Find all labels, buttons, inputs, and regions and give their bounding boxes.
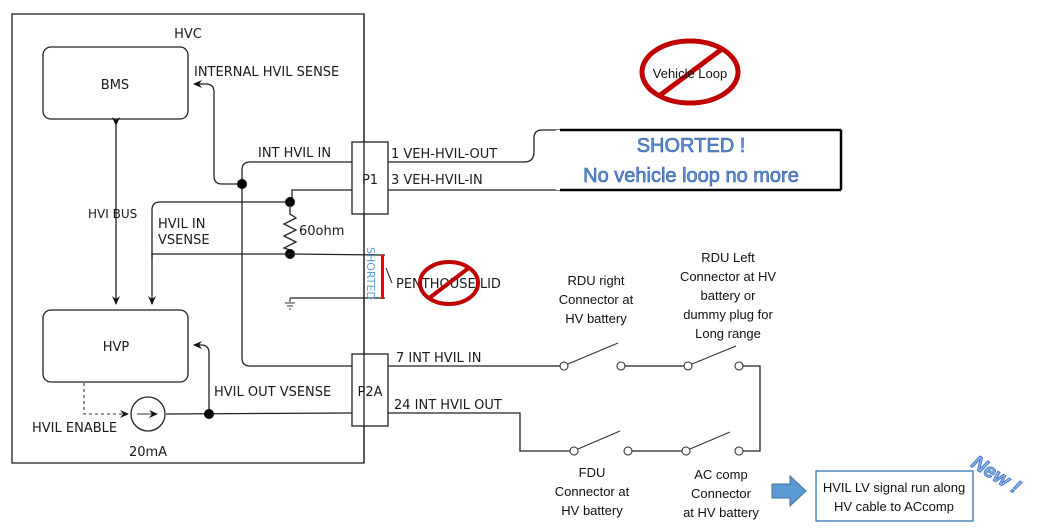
svg-text:Connector at: Connector at: [555, 484, 630, 499]
svg-text:RDU right: RDU right: [567, 273, 624, 288]
shorted-banner-line2: No vehicle loop no more: [583, 165, 799, 187]
svg-text:Connector at HV: Connector at HV: [680, 269, 776, 284]
svg-text:FDU: FDU: [579, 465, 606, 480]
p2a-pin24-label: 24 INT HVIL OUT: [394, 398, 502, 413]
prohibit-icon-penthouse: [418, 260, 480, 306]
switch-fdu: [569, 430, 633, 456]
p1-pin1-label: 1 VEH-HVIL-OUT: [391, 147, 497, 162]
hvc-label: HVC: [174, 27, 202, 42]
veh-hvil-out-wire: [388, 129, 842, 190]
hvil-in-vsense-label-1: HVIL IN: [158, 217, 205, 232]
svg-text:Connector: Connector: [691, 486, 752, 501]
int-hvil-in-label: INT HVIL IN: [258, 146, 331, 161]
shorted-vertical-label: SHORTED: [364, 247, 377, 300]
junction-node: [237, 179, 247, 189]
svg-text:at HV battery: at HV battery: [683, 505, 759, 520]
lid-switch-contact: [385, 267, 393, 284]
note-box: [815, 470, 974, 522]
hvp-label: HVP: [103, 340, 130, 355]
hvil-out-vsense-label: HVIL OUT VSENSE: [214, 385, 331, 400]
internal-hvil-sense-wire: [193, 80, 242, 185]
int-hvil-trunk: [241, 184, 352, 367]
hvil-in-vsense-label-2: VSENSE: [158, 233, 210, 248]
new-badge: New !: [967, 452, 1024, 499]
hvi-bus-label: HVI BUS: [88, 207, 137, 221]
switch-label-rdu-left: RDU Left Connector at HV battery or dumm…: [680, 250, 776, 341]
vehicle-loop-label: Vehicle Loop: [653, 66, 727, 81]
current-source-icon: [130, 396, 166, 432]
switch-rdu-left: [683, 345, 744, 371]
note-box-line1: HVIL LV signal run along: [823, 480, 965, 495]
svg-text:battery or: battery or: [701, 288, 757, 303]
svg-text:HV battery: HV battery: [565, 311, 627, 326]
svg-text:Long range: Long range: [695, 326, 761, 341]
hvil-enable-label: HVIL ENABLE: [32, 421, 117, 436]
switch-label-rdu-right: RDU right Connector at HV battery: [559, 273, 634, 326]
internal-hvil-sense-label: INTERNAL HVIL SENSE: [194, 65, 339, 80]
resistor-60ohm: [282, 202, 298, 254]
p2a-pin7-label: 7 INT HVIL IN: [396, 351, 481, 366]
switch-label-ac-comp: AC comp Connector at HV battery: [683, 467, 759, 520]
p1-pin3-label: 3 VEH-HVIL-IN: [391, 173, 483, 188]
svg-text:Connector at: Connector at: [559, 292, 634, 307]
prohibit-icon-vehicle-loop: [639, 38, 741, 106]
bms-label: BMS: [101, 78, 129, 93]
switch-ac-comp: [681, 431, 744, 456]
shorted-banner-line1: SHORTED !: [637, 135, 746, 157]
ground-icon: [285, 298, 295, 310]
short-bar: [381, 255, 384, 299]
note-box-line2: HV cable to ACcomp: [834, 499, 954, 514]
hvil-enable-wire: [83, 383, 129, 418]
hvil-out-vsense-wire: [193, 341, 210, 414]
p2a-label: P2A: [357, 385, 382, 400]
hvil-in-vsense-wire: [148, 201, 290, 305]
right-arrow-icon: [771, 474, 807, 508]
p1-connector: [351, 141, 389, 215]
hvil-out-node: [204, 409, 214, 419]
p1-label: P1: [362, 173, 378, 188]
svg-text:dummy plug for: dummy plug for: [683, 307, 773, 322]
p2a-connector: [351, 353, 389, 427]
switch-rdu-right: [559, 342, 626, 371]
current-source-label: 20mA: [129, 445, 167, 460]
switch-label-fdu: FDU Connector at HV battery: [555, 465, 630, 518]
svg-text:AC comp: AC comp: [694, 467, 747, 482]
resistor-label: 60ohm: [299, 224, 344, 239]
svg-text:RDU Left: RDU Left: [701, 250, 755, 265]
int-hvil-in-wire: [241, 161, 352, 184]
hvp-block: [42, 309, 189, 383]
svg-text:HV battery: HV battery: [561, 503, 623, 518]
